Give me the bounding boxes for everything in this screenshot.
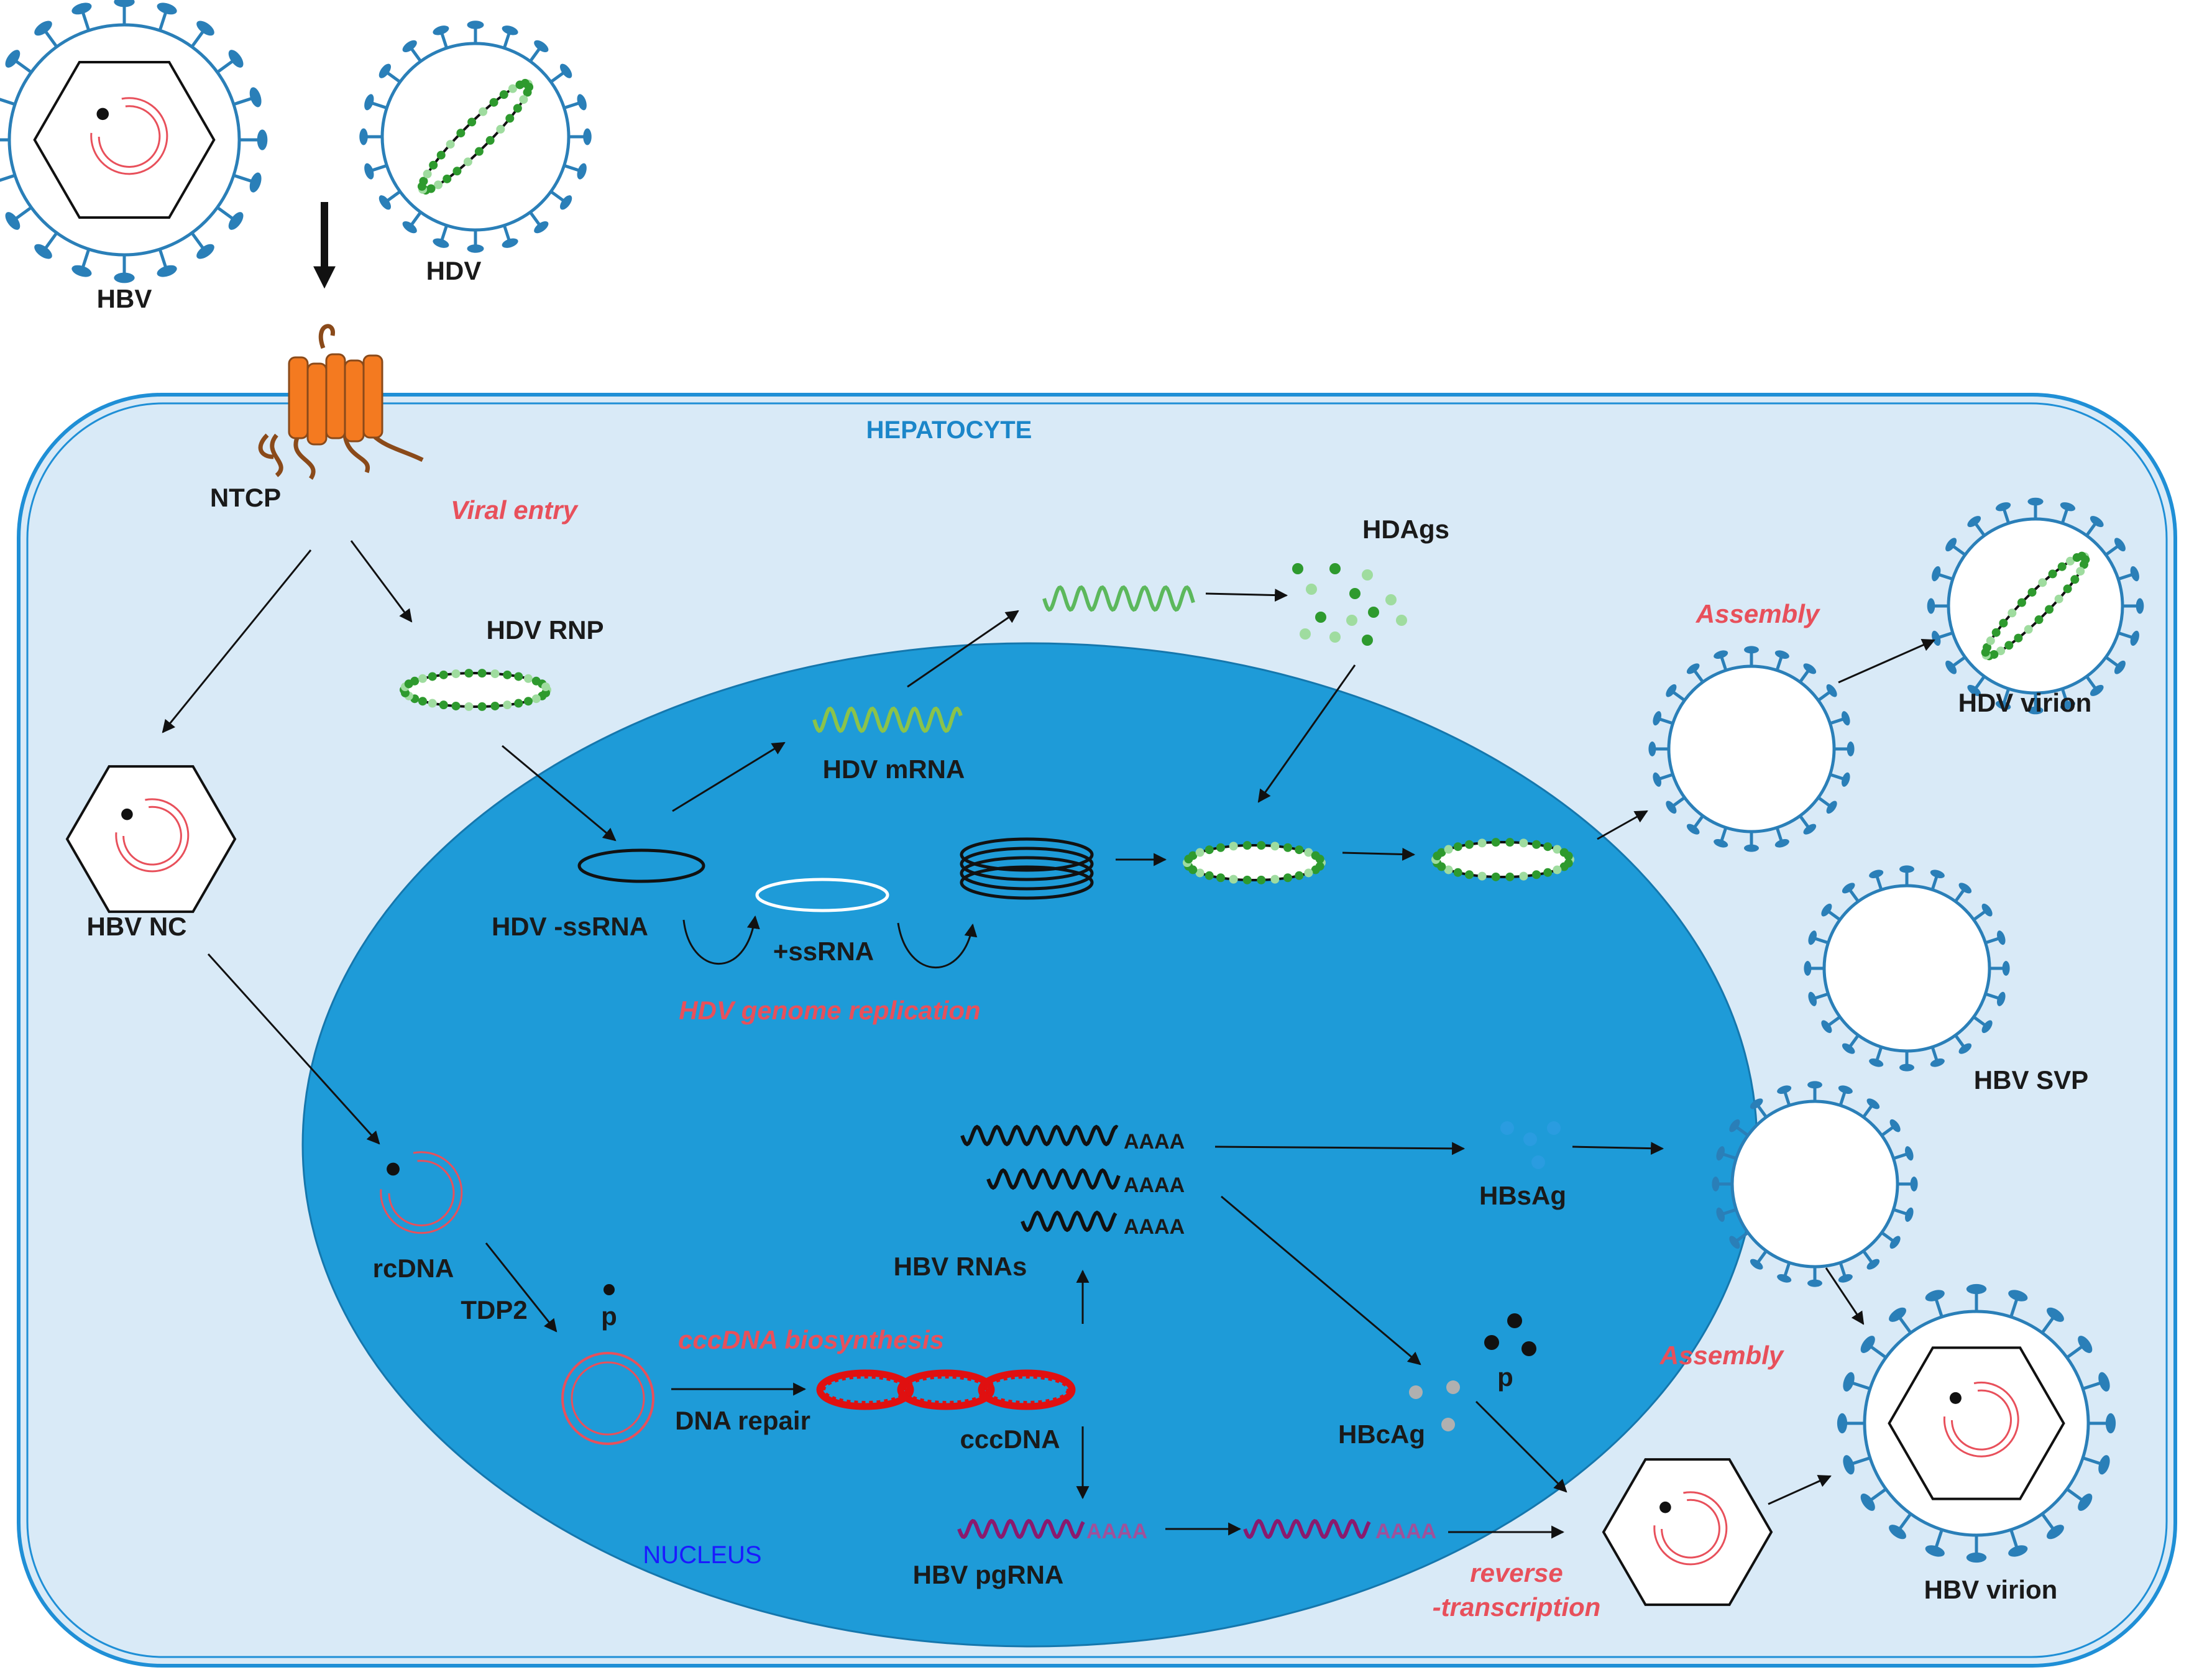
polya-hbv-rna-3: AAAA (1124, 1215, 1185, 1239)
polya-pgrna-1: AAAA (1086, 1520, 1147, 1543)
polya-hbv-rna-1: AAAA (1124, 1130, 1185, 1154)
hbv-pgrna-nucleus (957, 1518, 1085, 1540)
pathway-arrows (162, 540, 1935, 1539)
hbv-rna-3 (1021, 1210, 1117, 1232)
hdags-proteins (1292, 563, 1407, 646)
hdv-rnp-complex (400, 669, 551, 711)
hbv-envelope-assembly-top (1648, 646, 1855, 852)
polya-pgrna-2: AAAA (1375, 1520, 1436, 1543)
label-hbv-rnas: HBV RNAs (894, 1252, 1027, 1281)
hbv-virion (1837, 1283, 2116, 1563)
label-p-phosphate-1: p (601, 1301, 617, 1331)
polymerase-p-dots (1484, 1313, 1536, 1356)
label-hdags: HDAgs (1362, 515, 1449, 544)
hbv-rna-2 (986, 1168, 1121, 1190)
hdv-mrna-green-nucleus (812, 706, 963, 733)
label-ntcp: NTCP (210, 483, 281, 512)
virus-particles (0, 0, 2144, 1606)
label-pos-ssrna: +ssRNA (773, 937, 874, 966)
label-assembly-top: Assembly (1696, 599, 1821, 628)
label-viral-entry: Viral entry (451, 495, 579, 525)
hbv-virus-free (0, 0, 268, 283)
label-assembly-bottom: Assembly (1659, 1341, 1785, 1370)
rcdna-circle (380, 1151, 463, 1234)
label-hdv-rnp: HDV RNP (486, 615, 603, 645)
nucleus (301, 642, 1758, 1648)
label-hdv-genome-replication: HDV genome replication (679, 996, 980, 1025)
hbv-svp (1804, 865, 2010, 1072)
hdv-virus-free (359, 21, 592, 253)
label-dna-repair: DNA repair (675, 1406, 810, 1435)
label-hbv-svp: HBV SVP (1974, 1065, 2088, 1095)
label-hbv-nc: HBV NC (86, 912, 186, 941)
label-hbcag: HBcAg (1338, 1420, 1425, 1449)
label-tdp2: TDP2 (461, 1295, 527, 1324)
hbcag-proteins (1409, 1380, 1460, 1431)
hbv-envelope-assembly-bottom (1712, 1081, 1918, 1287)
label-cccdna: cccDNA (960, 1425, 1060, 1454)
polya-hbv-rna-2: AAAA (1124, 1173, 1185, 1197)
hdv-virion (1927, 497, 2144, 715)
ntcp-receptor (258, 324, 424, 480)
rna-strands (812, 585, 1371, 1540)
label-p-phosphate-2: p (1497, 1362, 1513, 1392)
hbv-nucleocapsid (65, 765, 237, 913)
hbv-pgrna-cytoplasm (1243, 1518, 1371, 1540)
hbv-rna-1 (960, 1124, 1119, 1147)
label-cccdna-biosynthesis: cccDNA biosynthesis (678, 1325, 944, 1354)
label-hbsag: HBsAg (1479, 1181, 1566, 1210)
cccdna-structure (816, 1369, 1076, 1410)
label-hdv-neg-ssrna: HDV -ssRNA (492, 912, 648, 941)
label-hbv-virion: HBV virion (1924, 1575, 2058, 1604)
hdv-replicated-genomes (960, 837, 1094, 900)
label-hbv-pgrna: HBV pgRNA (913, 1560, 1064, 1589)
label-transcription: -transcription (1433, 1592, 1601, 1622)
hdv-pos-ssrna-ring (755, 878, 889, 912)
hbv-nucleocapsid-mature (1602, 1458, 1773, 1606)
diagram-labels: HBV HDV NTCP HEPATOCYTE Viral entry HDV … (86, 256, 2091, 1622)
hdv-rnp-nuclear (1183, 841, 1326, 884)
label-hdv-virion: HDV virion (1958, 688, 2092, 717)
hdv-mrna-green-cytoplasm (1042, 585, 1195, 612)
hdv-rnp-cytoplasmic (1431, 838, 1574, 881)
hbsag-proteins (1500, 1121, 1561, 1169)
label-hbv: HBV (97, 284, 152, 313)
label-hepatocyte: HEPATOCYTE (866, 416, 1032, 444)
label-rcdna: rcDNA (373, 1254, 454, 1283)
label-reverse: reverse (1470, 1558, 1563, 1587)
hdv-neg-ssrna-ring (577, 848, 705, 883)
repaired-dna-circle (561, 1284, 654, 1445)
replication-curved-arrows (682, 915, 978, 968)
label-hdv: HDV (426, 256, 482, 285)
label-hdv-mrna: HDV mRNA (823, 755, 965, 784)
label-nucleus: NUCLEUS (643, 1541, 761, 1569)
